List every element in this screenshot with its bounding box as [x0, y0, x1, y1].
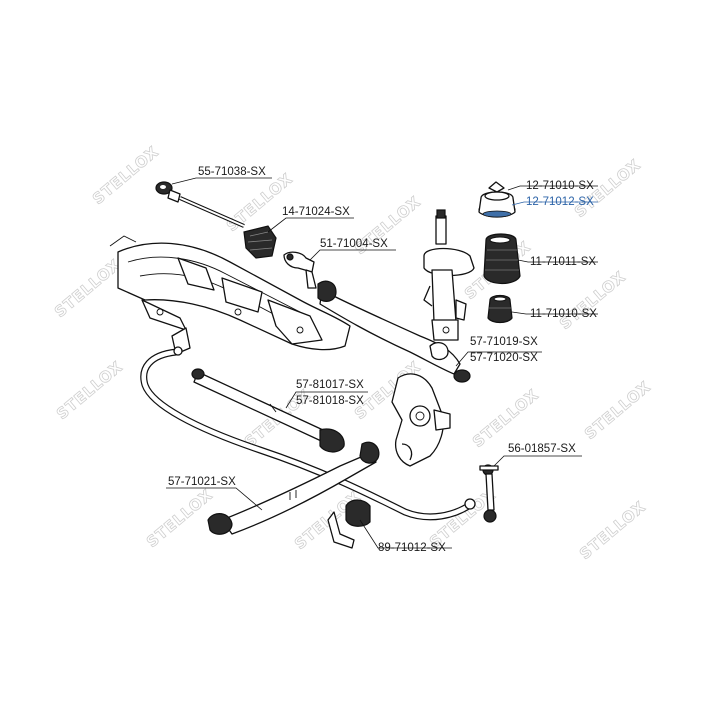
label-12-71012[interactable]: 12-71012-SX — [526, 196, 594, 208]
label-89-71012[interactable]: 89-71012-SX — [378, 542, 446, 554]
label-57-81017[interactable]: 57-81017-SX — [296, 379, 364, 391]
watermark: STELLOX — [51, 255, 124, 321]
lower-arm-rear — [207, 441, 380, 535]
subframe — [109, 235, 351, 355]
tie-rod-end — [283, 251, 317, 289]
lower-control-arm — [317, 280, 471, 383]
label-57-71020[interactable]: 57-71020-SX — [470, 352, 538, 364]
part-labels: 55-71038-SX 14-71024-SX 51-71004-SX 12-7… — [168, 166, 597, 554]
watermark: STELLOX — [469, 385, 542, 451]
label-55-71038[interactable]: 55-71038-SX — [198, 166, 266, 178]
sway-bar-bushing — [327, 499, 371, 549]
inner-tie-rod — [155, 181, 245, 228]
label-11-71011[interactable]: 11-71011-SX — [530, 256, 596, 268]
watermark: STELLOX — [556, 267, 629, 333]
leader-lines — [166, 177, 598, 549]
watermark: STELLOX — [576, 497, 649, 563]
watermark: STELLOX — [89, 142, 162, 208]
label-51-71004[interactable]: 51-71004-SX — [320, 238, 388, 250]
stabilizer-bar — [140, 346, 476, 521]
label-57-71021[interactable]: 57-71021-SX — [168, 476, 236, 488]
watermark: STELLOX — [53, 357, 126, 423]
stabilizer-link — [479, 464, 499, 523]
watermark: STELLOX — [223, 169, 296, 235]
bump-stop — [487, 294, 513, 324]
label-57-81018[interactable]: 57-81018-SX — [296, 395, 364, 407]
label-11-71010[interactable]: 11-71010-SX — [530, 308, 597, 320]
label-12-71010[interactable]: 12-71010-SX — [526, 180, 594, 192]
lateral-link — [191, 368, 345, 453]
label-14-71024[interactable]: 14-71024-SX — [282, 206, 350, 218]
strut-mount — [478, 181, 516, 218]
dust-boot — [483, 233, 521, 285]
watermark: STELLOX — [143, 485, 216, 551]
steering-knuckle — [391, 373, 451, 467]
label-57-71019[interactable]: 57-71019-SX — [470, 336, 538, 348]
strut-assembly — [423, 209, 475, 341]
watermark: STELLOX — [581, 377, 654, 443]
label-56-01857[interactable]: 56-01857-SX — [508, 443, 576, 455]
steering-boot — [243, 225, 277, 259]
